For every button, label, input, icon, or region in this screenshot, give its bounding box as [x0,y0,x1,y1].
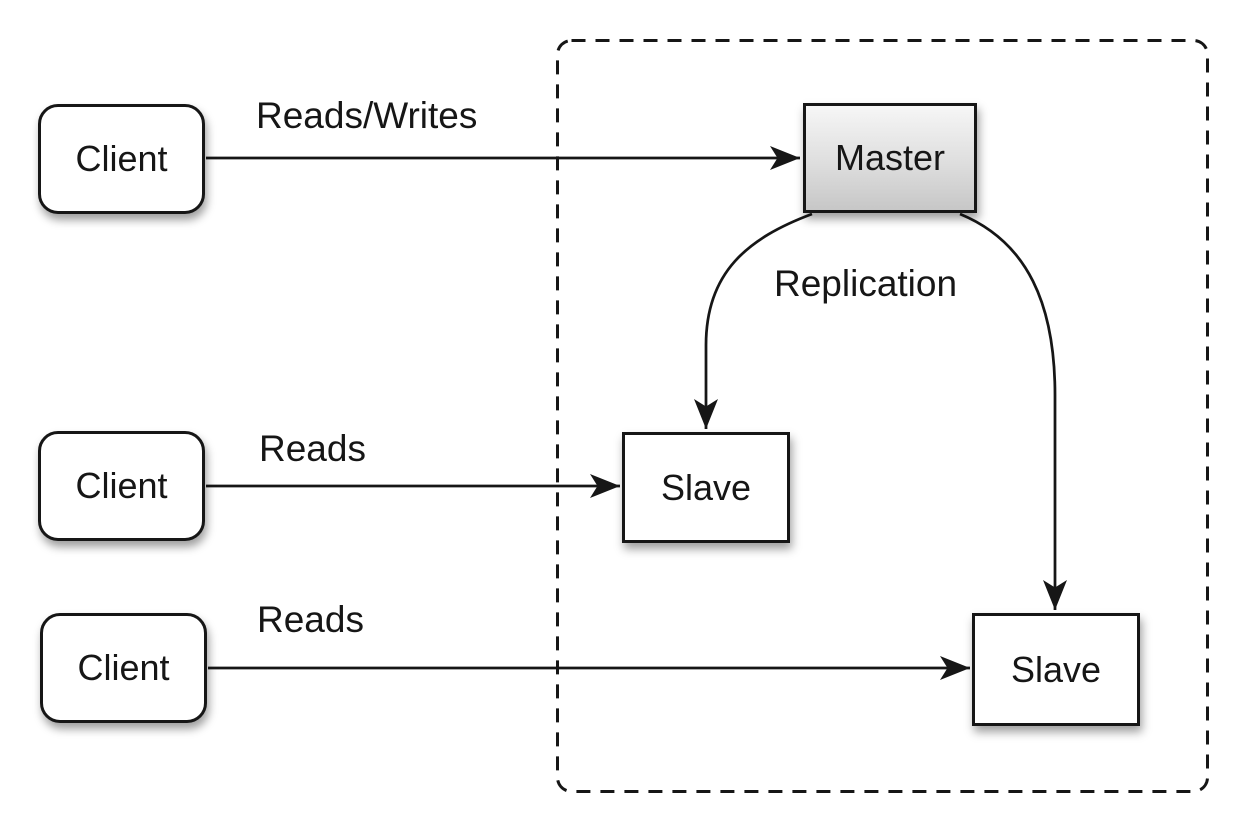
slave-2-label: Slave [1010,648,1102,690]
client-1-label: Client [75,138,168,179]
client-node-2: Client [38,431,205,541]
slave-node-2: Slave [972,613,1140,726]
client-2-label: Client [75,465,168,506]
edge-label-reads-client2: Reads [259,428,366,469]
edge-label-reads-writes: Reads/Writes [256,95,478,136]
edge-label-replication: Replication [774,263,958,304]
arrow-master-to-slave2 [959,212,1067,610]
client-node-1: Client [38,104,205,214]
master-node: Master [803,103,977,213]
client-node-3: Client [40,613,207,723]
slave-1-label: Slave [660,466,752,508]
edge-label-reads-client3: Reads [257,599,364,640]
client-3-label: Client [77,647,170,688]
master-label: Master [834,137,946,178]
slave-node-1: Slave [622,432,790,543]
arrow-master-to-slave1 [694,212,813,429]
